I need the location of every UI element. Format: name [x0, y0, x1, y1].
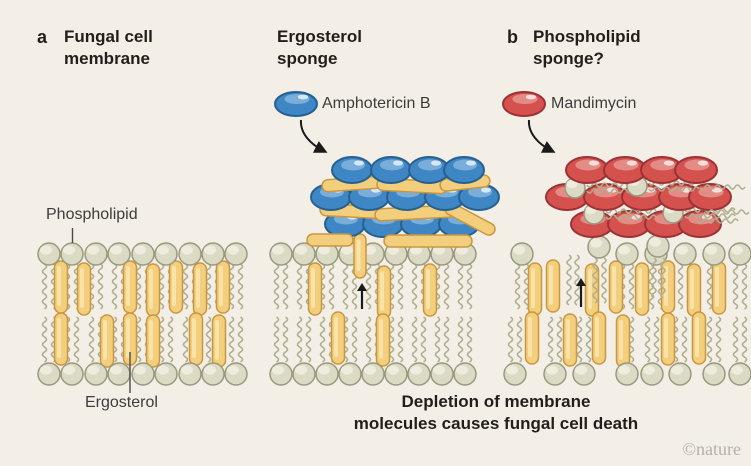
- amphotericin-arrow-icon: [299, 119, 328, 153]
- ergosterol-extraction: [353, 233, 367, 309]
- ergosterol-sponge-stack: [306, 156, 500, 248]
- panel-a-membrane: [37, 242, 248, 386]
- phospholipid-label: Phospholipid: [46, 206, 138, 223]
- panel-a-letter: a: [37, 27, 48, 47]
- ergosterol-label: Ergosterol: [85, 394, 158, 411]
- phospholipid-sponge-stack: [545, 156, 750, 238]
- mandimycin-icon: [502, 91, 546, 117]
- caption: Depletion of membrane molecules causes f…: [353, 392, 639, 433]
- panel-a-title: Fungal cell membrane: [64, 27, 153, 68]
- panel-b-title: Phospholipid sponge?: [533, 27, 641, 68]
- panel-b-membrane: [503, 242, 751, 386]
- mandimycin-label: Mandimycin: [551, 95, 637, 112]
- panel-b-letter: b: [507, 27, 518, 47]
- phospholipid-extraction: [566, 234, 670, 307]
- panel-ergosterol-membrane: [269, 242, 477, 386]
- ergosterol-sponge-title: Ergosterol sponge: [277, 27, 363, 68]
- label-leader-lines: [71, 228, 131, 393]
- amphotericin-b-icon: [274, 91, 318, 117]
- nature-credit: ©nature: [682, 439, 741, 459]
- amphotericin-b-label: Amphotericin B: [322, 95, 431, 112]
- mandimycin-arrow-icon: [527, 119, 556, 153]
